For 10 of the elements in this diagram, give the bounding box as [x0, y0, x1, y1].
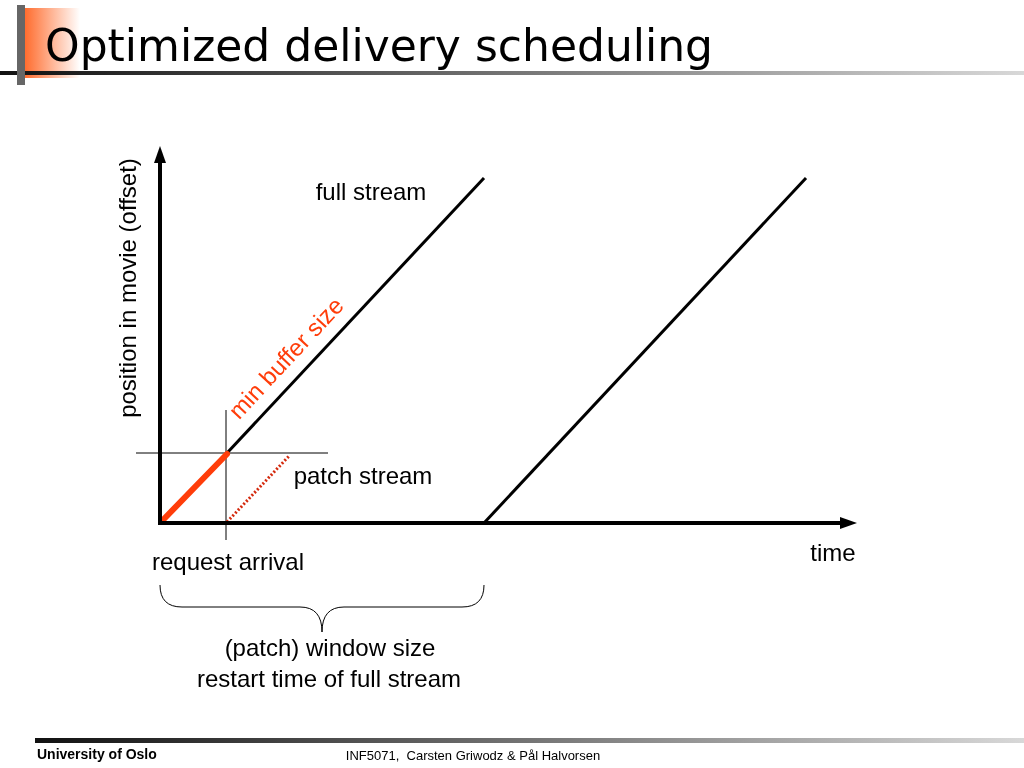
footer-text: University of Oslo	[37, 745, 157, 763]
axis-label: position in movie (offset)	[114, 158, 142, 418]
line-label: full stream	[315, 178, 427, 206]
footer-text: INF5071, Carsten Griwodz & Pål Halvorsen	[345, 748, 601, 764]
slide-title: Optimized delivery scheduling	[45, 20, 714, 72]
brace-label: restart time of full stream	[196, 665, 462, 693]
line-label: patch stream	[293, 462, 433, 490]
axis-label: time	[810, 539, 856, 567]
annotation-label: request arrival	[151, 548, 305, 576]
brace-label: (patch) window size	[224, 634, 436, 662]
